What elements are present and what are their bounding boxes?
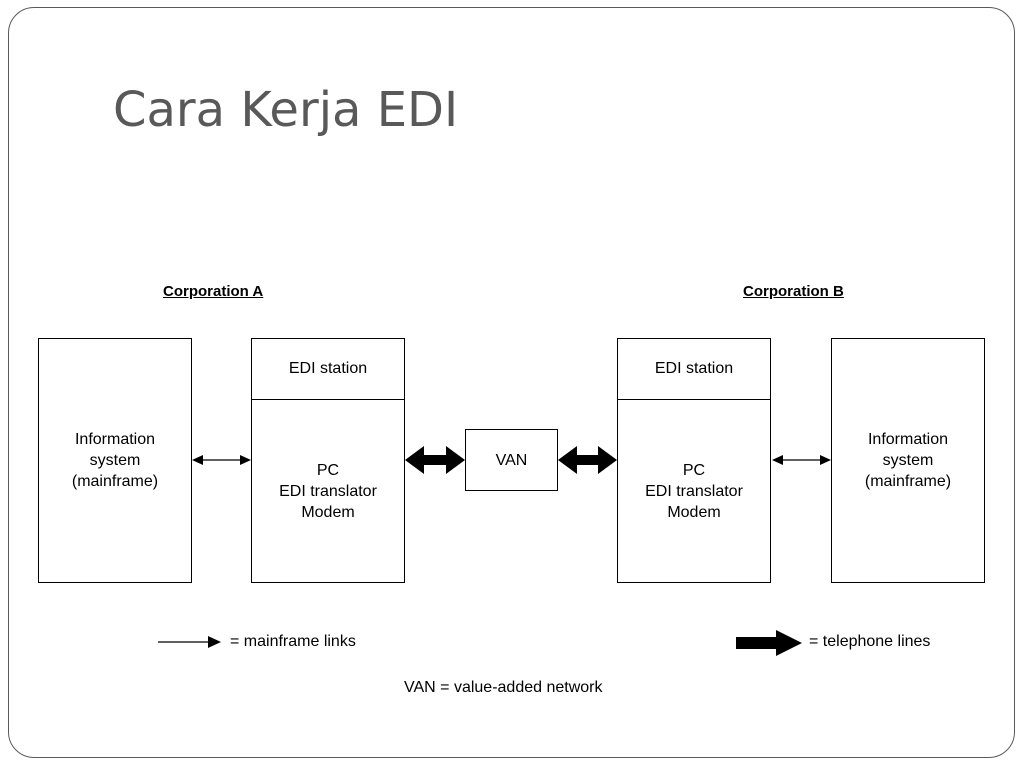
- mainframe-link-b: [772, 455, 831, 465]
- edi-station-a-header: EDI station: [288, 360, 368, 377]
- edi-station-b-components: PC EDI translator Modem: [645, 462, 743, 521]
- info-system-b-box: Information system (mainframe): [831, 338, 985, 583]
- legend-van-definition: VAN = value-added network: [404, 679, 603, 696]
- edi-station-a-divider: [252, 399, 404, 400]
- edi-station-a-box: EDI station PC EDI translator Modem: [251, 338, 405, 583]
- info-system-a-text: Information system (mainframe): [71, 431, 159, 490]
- legend-mainframe-links: = mainframe links: [230, 633, 356, 650]
- edi-station-b-header: EDI station: [654, 360, 734, 377]
- slide-title: Cara Kerja EDI: [113, 82, 459, 138]
- info-system-b-text: Information system (mainframe): [864, 431, 952, 490]
- info-system-a-box: Information system (mainframe): [38, 338, 192, 583]
- legend-thick-arrow: [736, 630, 802, 656]
- edi-station-b-divider: [618, 399, 770, 400]
- edi-station-a-components: PC EDI translator Modem: [279, 462, 377, 521]
- telephone-line-a: [405, 446, 465, 474]
- van-label: VAN: [495, 452, 528, 469]
- corporation-b-label: Corporation B: [743, 283, 844, 300]
- slide-frame: [8, 7, 1015, 758]
- legend-telephone-lines: = telephone lines: [809, 633, 931, 650]
- legend-thin-arrow: [158, 636, 221, 648]
- edi-station-b-box: EDI station PC EDI translator Modem: [617, 338, 771, 583]
- corporation-a-label: Corporation A: [163, 283, 264, 300]
- mainframe-link-a: [192, 455, 251, 465]
- van-box: VAN: [465, 429, 558, 491]
- telephone-line-b: [558, 446, 617, 474]
